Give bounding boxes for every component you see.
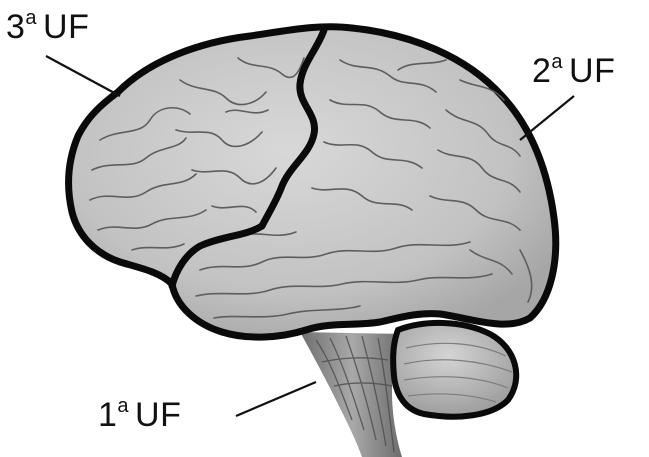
cerebrum [69, 27, 556, 337]
label-3a-unit: UF [43, 8, 89, 46]
pointer-line-2 [520, 96, 574, 140]
label-1a-uf: 1a UF [98, 396, 181, 432]
label-3a-ordinal: a [25, 7, 37, 29]
label-3a-uf: 3a UF [6, 8, 89, 44]
pointer-line-3 [46, 56, 120, 96]
label-1a-unit: UF [135, 396, 181, 434]
label-1a-ordinal: a [117, 395, 129, 417]
label-3a-number: 3 [6, 8, 25, 46]
label-1a-number: 1 [98, 396, 117, 434]
label-2a-ordinal: a [551, 51, 563, 73]
label-2a-number: 2 [532, 52, 551, 90]
pointer-line-1 [236, 382, 316, 416]
cerebellum [393, 323, 516, 417]
label-2a-uf: 2a UF [532, 52, 615, 88]
label-2a-unit: UF [569, 52, 615, 90]
